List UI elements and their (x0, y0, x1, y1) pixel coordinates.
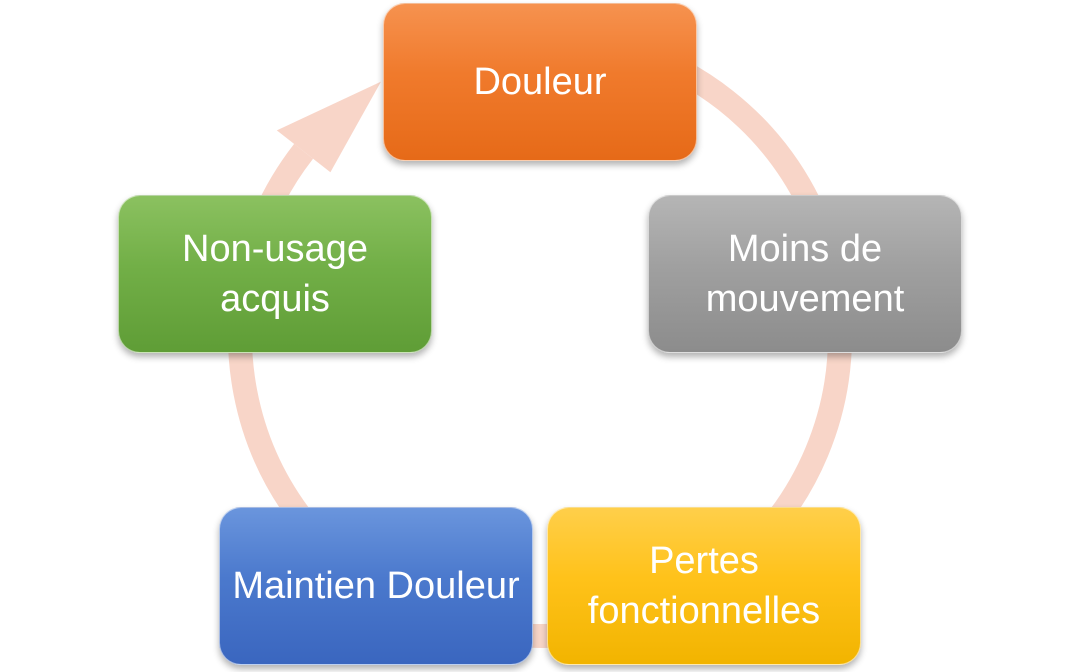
node-moins-de-mouvement-label: Moins de mouvement (705, 228, 905, 320)
cycle-arrowhead-icon (276, 81, 381, 173)
node-non-usage-acquis: Non-usage acquis (118, 195, 432, 353)
node-non-usage-acquis-label: Non-usage acquis (182, 228, 368, 320)
node-maintien-douleur-label: Maintien Douleur (232, 565, 520, 607)
node-douleur-label: Douleur (473, 61, 607, 103)
node-moins-de-mouvement: Moins de mouvement (648, 195, 962, 353)
node-douleur: Douleur (383, 3, 697, 161)
node-pertes-fonctionnelles-label: Pertes fonctionnelles (587, 540, 821, 632)
node-pertes-fonctionnelles: Pertes fonctionnelles (547, 507, 861, 665)
node-maintien-douleur: Maintien Douleur (219, 507, 533, 665)
